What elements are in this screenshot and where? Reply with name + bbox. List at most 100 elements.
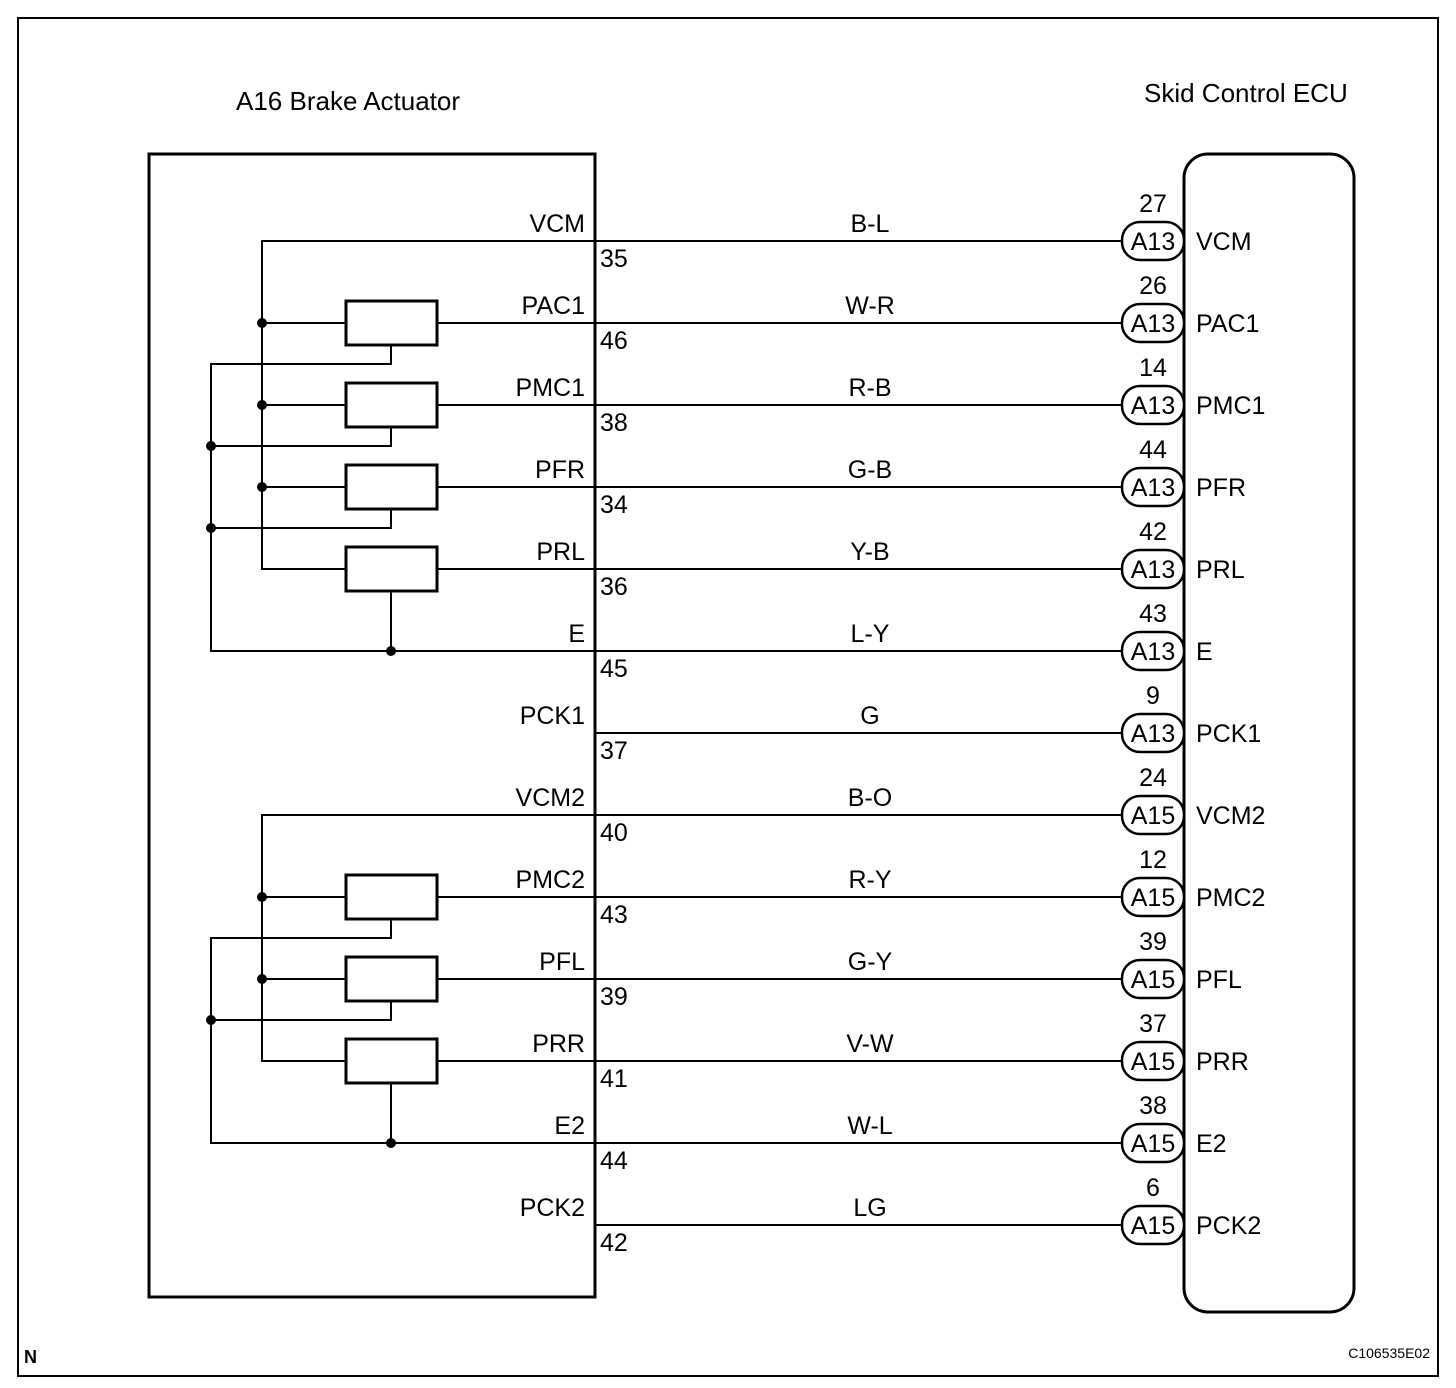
- connector-id: A13: [1131, 474, 1175, 502]
- junction-dot: [257, 974, 267, 984]
- wire-color-code: Y-B: [850, 538, 889, 566]
- ecu-pin-number: 6: [1146, 1174, 1160, 1202]
- actuator-pin-number: 45: [600, 655, 628, 683]
- wire-color-code: B-L: [851, 210, 890, 238]
- ecu-terminal-label: VCM2: [1196, 802, 1265, 830]
- connector-id: A15: [1131, 1130, 1175, 1158]
- actuator-pin-number: 36: [600, 573, 628, 601]
- ground-bus: [210, 919, 595, 1144]
- connector-oval: [1120, 794, 1186, 836]
- junction-dot: [386, 646, 396, 656]
- connector-oval: [1120, 630, 1186, 672]
- ecu-pin-number: 26: [1139, 272, 1167, 300]
- ecu-pin-number: 43: [1139, 600, 1167, 628]
- wire-color-code: G-B: [848, 456, 892, 484]
- ground-tap: [211, 509, 392, 529]
- actuator-title: A16 Brake Actuator: [236, 86, 460, 116]
- ecu-pin-number: 12: [1139, 846, 1167, 874]
- ecu-title: Skid Control ECU: [1144, 78, 1348, 108]
- ecu-pin-number: 27: [1139, 190, 1167, 218]
- outer-frame: [17, 17, 1439, 1377]
- ground-bus: [210, 345, 595, 652]
- wire-color-code: G: [860, 702, 879, 730]
- ecu-pin-number: 38: [1139, 1092, 1167, 1120]
- connector-oval: [1120, 384, 1186, 426]
- ecu-terminal-label: PCK1: [1196, 720, 1261, 748]
- actuator-pin-number: 46: [600, 327, 628, 355]
- connector-id: A13: [1131, 310, 1175, 338]
- solenoid-coil: [344, 545, 439, 593]
- connector-oval: [1120, 876, 1186, 918]
- actuator-terminal-label: PMC2: [516, 866, 585, 894]
- junction-dot: [257, 318, 267, 328]
- wire-color-code: LG: [853, 1194, 886, 1222]
- connector-oval: [1120, 220, 1186, 262]
- actuator-terminal-label: VCM2: [516, 784, 585, 812]
- actuator-pin-number: 39: [600, 983, 628, 1011]
- ecu-terminal-label: PCK2: [1196, 1212, 1261, 1240]
- wire-color-code: W-R: [845, 292, 895, 320]
- connector-oval: [1120, 958, 1186, 1000]
- junction-dot: [206, 1015, 216, 1025]
- ecu-terminal-label: PAC1: [1196, 310, 1259, 338]
- junction-dot: [206, 441, 216, 451]
- figure-code: C106535E02: [1348, 1345, 1430, 1361]
- ecu-terminal-label: PRL: [1196, 556, 1245, 584]
- wire-color-code: G-Y: [848, 948, 893, 976]
- ecu-pin-number: 14: [1139, 354, 1167, 382]
- actuator-terminal-label: PCK1: [520, 702, 585, 730]
- connector-oval: [1120, 302, 1186, 344]
- ecu-terminal-label: PFR: [1196, 474, 1246, 502]
- actuator-pin-number: 35: [600, 245, 628, 273]
- connector-id: A15: [1131, 966, 1175, 994]
- actuator-terminal-label: PFR: [535, 456, 585, 484]
- actuator-terminal-label: PMC1: [516, 374, 585, 402]
- ecu-terminal-label: E: [1196, 638, 1213, 666]
- actuator-terminal-label: PCK2: [520, 1194, 585, 1222]
- junction-dot: [257, 482, 267, 492]
- connector-id: A15: [1131, 1048, 1175, 1076]
- actuator-pin-number: 42: [600, 1229, 628, 1257]
- junction-dot: [206, 523, 216, 533]
- actuator-pin-number: 34: [600, 491, 628, 519]
- wire-color-code: V-W: [846, 1030, 894, 1058]
- ecu-terminal-label: PRR: [1196, 1048, 1249, 1076]
- connector-oval: [1120, 466, 1186, 508]
- connector-oval: [1120, 1040, 1186, 1082]
- ecu-pin-number: 42: [1139, 518, 1167, 546]
- ecu-pin-number: 9: [1146, 682, 1160, 710]
- ecu-terminal-label: PMC2: [1196, 884, 1265, 912]
- ground-tap: [211, 1001, 392, 1021]
- connector-id: A13: [1131, 638, 1175, 666]
- connector-id: A15: [1131, 1212, 1175, 1240]
- connector-oval: [1120, 548, 1186, 590]
- solenoid-coil: [344, 955, 439, 1003]
- actuator-pin-number: 38: [600, 409, 628, 437]
- actuator-pin-number: 37: [600, 737, 628, 765]
- actuator-box: [147, 152, 597, 1299]
- ecu-pin-number: 37: [1139, 1010, 1167, 1038]
- solenoid-coil: [344, 1037, 439, 1085]
- actuator-pin-number: 43: [600, 901, 628, 929]
- solenoid-coil: [344, 463, 439, 511]
- connector-oval: [1120, 1204, 1186, 1246]
- actuator-pin-number: 44: [600, 1147, 628, 1175]
- wire-color-code: B-O: [848, 784, 892, 812]
- junction-dot: [257, 892, 267, 902]
- ground-tap: [211, 427, 392, 447]
- actuator-terminal-label: PRL: [536, 538, 585, 566]
- connector-id: A13: [1131, 392, 1175, 420]
- junction-dot: [386, 1138, 396, 1148]
